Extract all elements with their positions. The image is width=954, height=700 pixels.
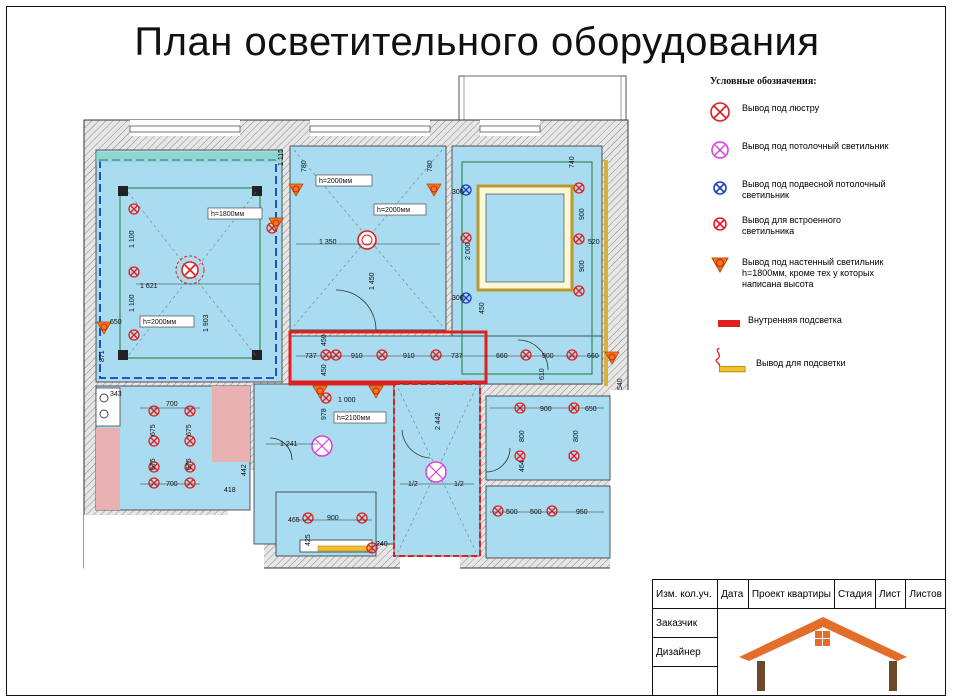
ceiling-light-outlet-icon — [711, 141, 729, 159]
svg-text:343: 343 — [110, 391, 122, 398]
svg-text:464: 464 — [519, 460, 526, 472]
backlight-outlet-icon — [715, 347, 746, 373]
svg-text:675: 675 — [150, 424, 157, 436]
svg-text:910: 910 — [403, 353, 415, 360]
svg-text:978: 978 — [321, 408, 328, 420]
svg-text:2 442: 2 442 — [435, 412, 442, 430]
stamp-cell-designer: Дизайнер — [651, 637, 719, 667]
svg-text:1 350: 1 350 — [319, 239, 337, 246]
svg-text:650: 650 — [110, 319, 122, 326]
pendant-light-outlet-icon — [713, 181, 727, 195]
legend-label: Вывод под люстру — [742, 103, 820, 113]
svg-text:300: 300 — [452, 295, 464, 302]
svg-text:450: 450 — [321, 364, 328, 376]
legend-label: Вывод для встроенного светильника — [742, 215, 841, 236]
svg-text:900: 900 — [540, 406, 552, 413]
svg-text:1 100: 1 100 — [129, 230, 136, 248]
svg-text:418: 418 — [224, 487, 236, 494]
svg-text:800: 800 — [573, 430, 580, 442]
svg-text:1 115: 1 115 — [278, 149, 285, 166]
legend-label: Вывод для подсветки — [756, 358, 846, 368]
svg-text:740: 740 — [569, 156, 576, 168]
legend-label: Вывод под настенный светильник h=1800мм,… — [742, 257, 884, 289]
svg-text:780: 780 — [301, 160, 308, 172]
svg-text:240: 240 — [376, 541, 388, 548]
svg-text:660: 660 — [496, 353, 508, 360]
svg-text:700: 700 — [166, 481, 178, 488]
svg-text:910: 910 — [351, 353, 363, 360]
svg-text:300: 300 — [452, 189, 464, 196]
svg-text:1 621: 1 621 — [140, 283, 158, 290]
svg-text:650: 650 — [585, 406, 597, 413]
stamp-cell-customer: Заказчик — [651, 608, 719, 638]
svg-text:675: 675 — [150, 458, 157, 470]
svg-text:660: 660 — [587, 353, 599, 360]
stamp-cell: Изм. кол.уч. — [651, 579, 719, 609]
svg-text:1 100: 1 100 — [129, 294, 136, 312]
svg-text:1 000: 1 000 — [338, 397, 356, 404]
svg-text:1 241: 1 241 — [280, 441, 298, 448]
svg-text:h=1800мм: h=1800мм — [211, 211, 244, 218]
svg-text:442: 442 — [241, 464, 248, 476]
svg-text:700: 700 — [166, 401, 178, 408]
wall-light-outlet-icon — [711, 257, 729, 274]
svg-text:1 450: 1 450 — [369, 272, 376, 290]
logo-area — [718, 609, 946, 696]
stamp-cell: Лист — [875, 579, 907, 609]
svg-text:737: 737 — [451, 353, 463, 360]
stamp-cell: Стадия — [833, 579, 877, 609]
svg-text:1 903: 1 903 — [203, 314, 210, 332]
svg-text:h=2000мм: h=2000мм — [143, 319, 176, 326]
recessed-light-outlet-icon — [713, 217, 727, 231]
drawing-frame — [6, 6, 946, 696]
stamp-cell: Проект квартиры — [747, 579, 835, 609]
stamp-cell: Листов — [905, 579, 946, 609]
svg-text:450: 450 — [479, 302, 486, 314]
svg-text:871: 871 — [99, 350, 106, 362]
legend-label: Вывод под потолочный светильник — [742, 141, 889, 151]
svg-text:800: 800 — [519, 430, 526, 442]
svg-text:1/2: 1/2 — [408, 481, 418, 488]
svg-text:2 000: 2 000 — [465, 242, 472, 260]
chandelier-outlet-icon — [710, 102, 730, 122]
svg-text:450: 450 — [321, 334, 328, 346]
legend-label: Внутренняя подсветка — [748, 315, 842, 325]
page-title: План осветительного оборудования — [134, 20, 820, 64]
svg-text:h=2100мм: h=2100мм — [337, 415, 370, 422]
svg-text:737: 737 — [305, 353, 317, 360]
stamp-cell-empty — [651, 666, 719, 696]
svg-text:900: 900 — [579, 208, 586, 220]
svg-text:h=2000мм: h=2000мм — [377, 207, 410, 214]
svg-text:610: 610 — [539, 368, 546, 380]
svg-text:425: 425 — [305, 534, 312, 546]
svg-text:900: 900 — [327, 515, 339, 522]
svg-text:1/2: 1/2 — [454, 481, 464, 488]
svg-text:675: 675 — [186, 424, 193, 436]
svg-text:520: 520 — [588, 239, 600, 246]
svg-text:500: 500 — [530, 509, 542, 516]
svg-text:540: 540 — [617, 378, 624, 390]
svg-text:465: 465 — [288, 517, 300, 524]
company-logo — [740, 663, 936, 689]
svg-text:900: 900 — [542, 353, 554, 360]
house-logo-icon — [739, 617, 908, 691]
svg-text:500: 500 — [506, 509, 518, 516]
stamp-cell: Дата — [717, 579, 749, 609]
legend: Условные обозначения: — [700, 76, 940, 87]
legend-label: Вывод под подвесной потолочный светильни… — [742, 179, 886, 200]
legend-heading: Условные обозначения: — [710, 76, 817, 87]
svg-text:h=2000мм: h=2000мм — [319, 178, 352, 185]
svg-text:950: 950 — [576, 509, 588, 516]
internal-backlight-icon — [718, 320, 740, 327]
title-block: Изм. кол.уч. Дата Проект квартиры Стадия… — [651, 579, 946, 696]
svg-text:900: 900 — [579, 260, 586, 272]
svg-text:780: 780 — [427, 160, 434, 172]
svg-text:675: 675 — [186, 458, 193, 470]
